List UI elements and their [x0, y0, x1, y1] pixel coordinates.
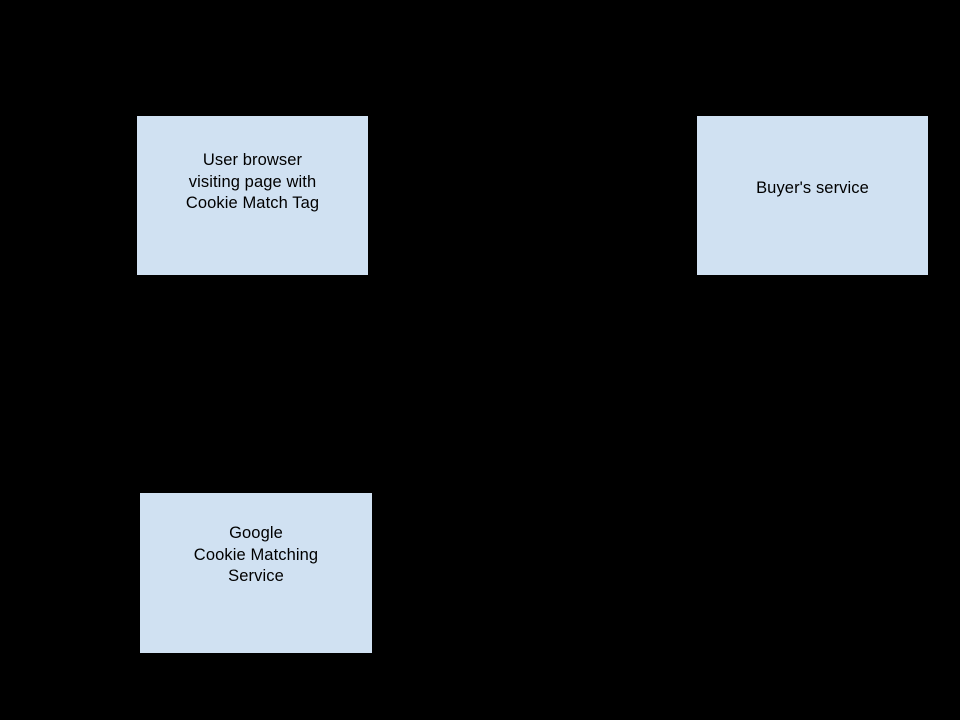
node-google-cookie-matching-service[interactable]: Google Cookie Matching Service — [140, 493, 372, 653]
node-buyers-service-label: Buyer's service — [756, 179, 869, 197]
node-google-cookie-matching-service-label: Google Cookie Matching Service — [193, 524, 319, 585]
node-user-browser[interactable]: User browser visiting page with Cookie M… — [137, 116, 368, 275]
node-buyers-service[interactable]: Buyer's service — [697, 116, 928, 275]
node-user-browser-label: User browser visiting page with Cookie M… — [185, 151, 320, 212]
